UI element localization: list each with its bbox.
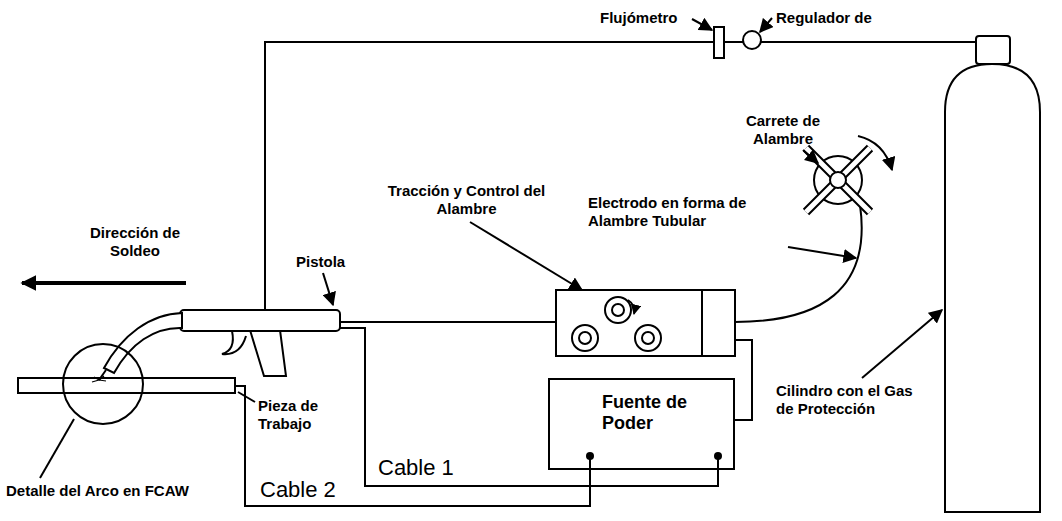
part-label: Electrodo en forma de Alambre Tubular <box>588 194 788 230</box>
control-cable <box>735 340 752 420</box>
terminal <box>714 452 722 460</box>
gas-cylinder <box>945 36 1040 512</box>
leader-line <box>22 18 942 478</box>
arc <box>92 376 106 382</box>
part-label: Tracción y Control del Alambre <box>384 182 549 218</box>
detail-circle <box>63 344 143 424</box>
cable-label: Cable 1 <box>378 456 454 480</box>
welding-gun <box>99 310 340 380</box>
part-label: Detalle del Arco en FCAW <box>6 482 241 500</box>
wire-electrode <box>735 205 862 322</box>
box-title: Fuente de Poder <box>602 392 702 434</box>
part-label: Pistola <box>296 253 366 271</box>
part-label: Dirección de Soldeo <box>80 224 190 260</box>
gas-hose <box>265 42 976 312</box>
cable-2-wire <box>235 386 590 506</box>
power-source-box: Fuente de Poder <box>548 378 735 470</box>
wire-electrode <box>340 321 560 323</box>
workpiece <box>18 378 235 393</box>
flowmeter <box>714 27 724 58</box>
terminal <box>586 452 594 460</box>
part-label: Cilindro con el Gas de Protección <box>776 382 926 418</box>
part-label: Pieza de Trabajo <box>258 397 348 433</box>
wire-spool <box>806 136 892 212</box>
part-label: Flujómetro <box>600 9 695 27</box>
part-label: Regulador de <box>776 9 916 27</box>
part-label: Carrete de Alambre <box>738 112 828 148</box>
regulator <box>743 31 761 49</box>
wire-feeder <box>556 290 735 356</box>
cable-label: Cable 2 <box>260 478 336 502</box>
